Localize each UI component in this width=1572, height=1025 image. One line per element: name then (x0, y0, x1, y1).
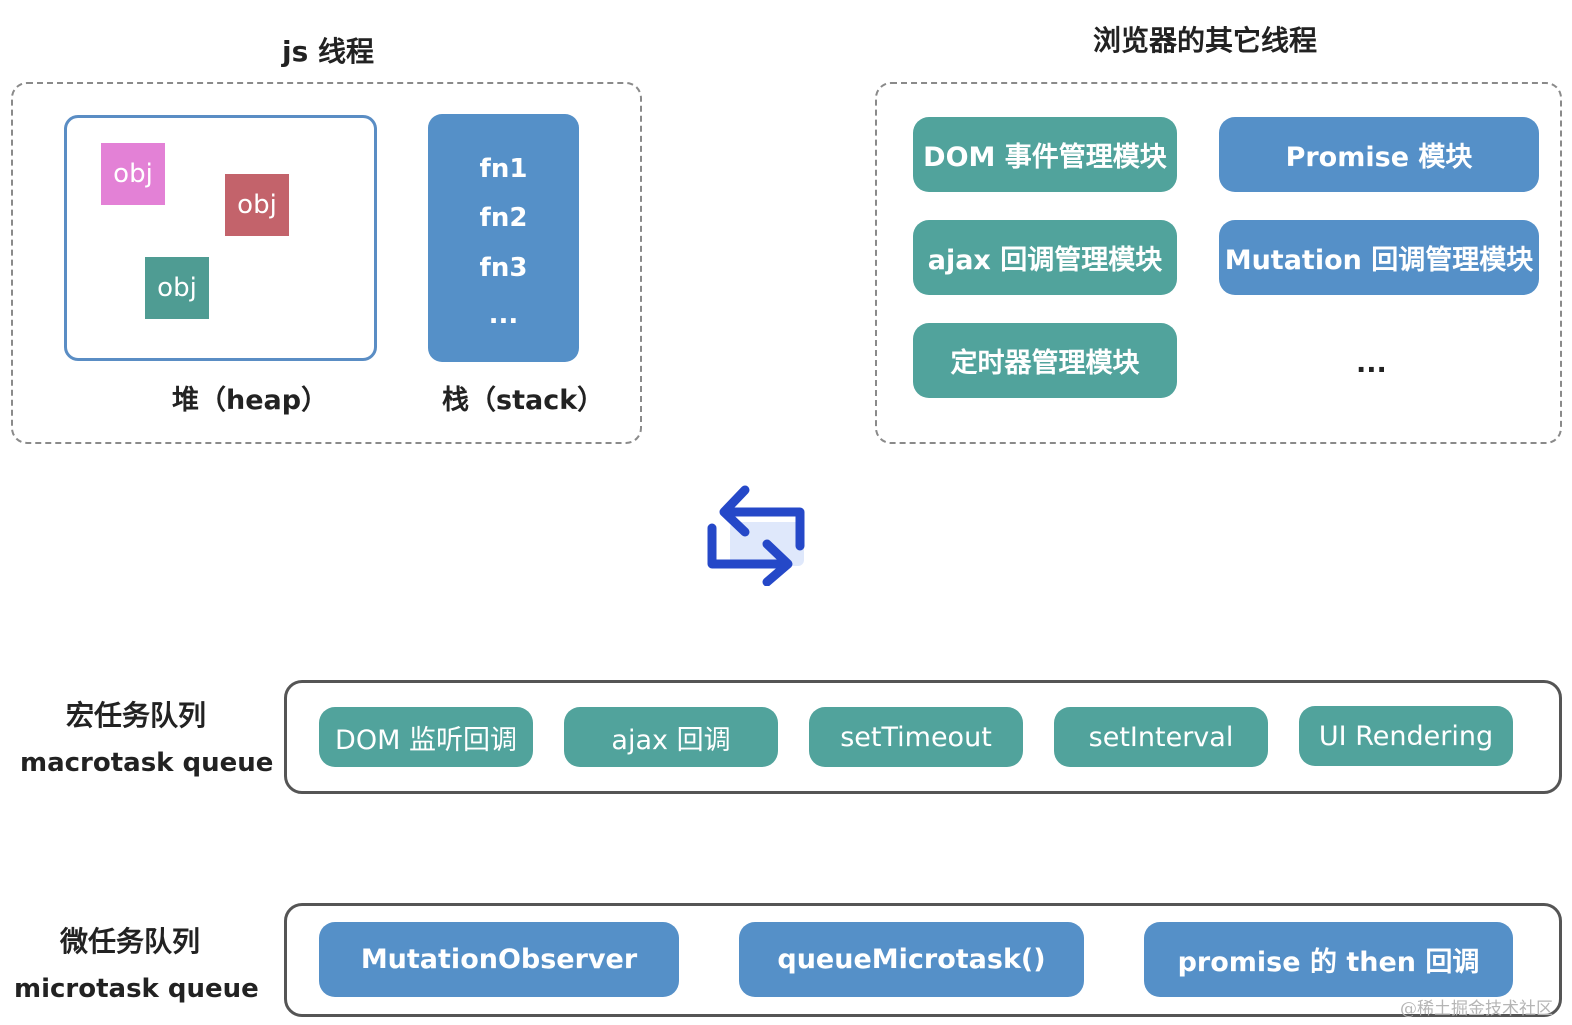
refresh-loop-icon (707, 485, 805, 586)
microtask-item: queueMicrotask() (739, 922, 1084, 997)
module-timer: 定时器管理模块 (913, 323, 1177, 398)
macrotask-item: UI Rendering (1299, 706, 1513, 766)
watermark: @稀土掘金技术社区 (1400, 999, 1553, 1019)
macrotask-queue-label: 宏任务队列 macrotask queue (20, 694, 274, 778)
heap-label: 堆（heap） (172, 385, 329, 416)
heap-object: obj (145, 257, 209, 319)
macrotask-queue-title-zh: 宏任务队列 (65, 699, 206, 732)
module-dom-events: DOM 事件管理模块 (913, 117, 1177, 192)
module-mutation: Mutation 回调管理模块 (1219, 220, 1539, 295)
stack-frame: fn1 (479, 154, 528, 184)
browser-threads-container (875, 82, 1562, 444)
macrotask-item: DOM 监听回调 (319, 707, 533, 767)
stack-frame: fn2 (479, 203, 528, 233)
macrotask-item: setTimeout (809, 707, 1023, 767)
module-promise: Promise 模块 (1219, 117, 1539, 192)
stack-frame: ... (488, 300, 519, 330)
microtask-queue-title-en: microtask queue (14, 974, 259, 1004)
heap-object: obj (225, 174, 289, 236)
stack-frame: fn3 (479, 253, 528, 283)
microtask-queue-title-zh: 微任务队列 (59, 925, 200, 958)
call-stack: fn1 fn2 fn3 ... (428, 114, 579, 362)
microtask-item: MutationObserver (319, 922, 679, 997)
modules-more: ... (1356, 348, 1387, 379)
microtask-item: promise 的 then 回调 (1144, 922, 1513, 997)
heap-box (64, 115, 377, 361)
module-ajax: ajax 回调管理模块 (913, 220, 1177, 295)
microtask-queue-label: 微任务队列 microtask queue (14, 920, 259, 1004)
js-thread-container (11, 82, 642, 444)
heap-object: obj (101, 143, 165, 205)
macrotask-item: ajax 回调 (564, 707, 778, 767)
stack-label: 栈（stack） (442, 385, 605, 416)
browser-threads-title: 浏览器的其它线程 (1093, 24, 1318, 57)
js-thread-title: js 线程 (282, 35, 375, 68)
macrotask-queue-title-en: macrotask queue (20, 748, 274, 778)
macrotask-item: setInterval (1054, 707, 1268, 767)
